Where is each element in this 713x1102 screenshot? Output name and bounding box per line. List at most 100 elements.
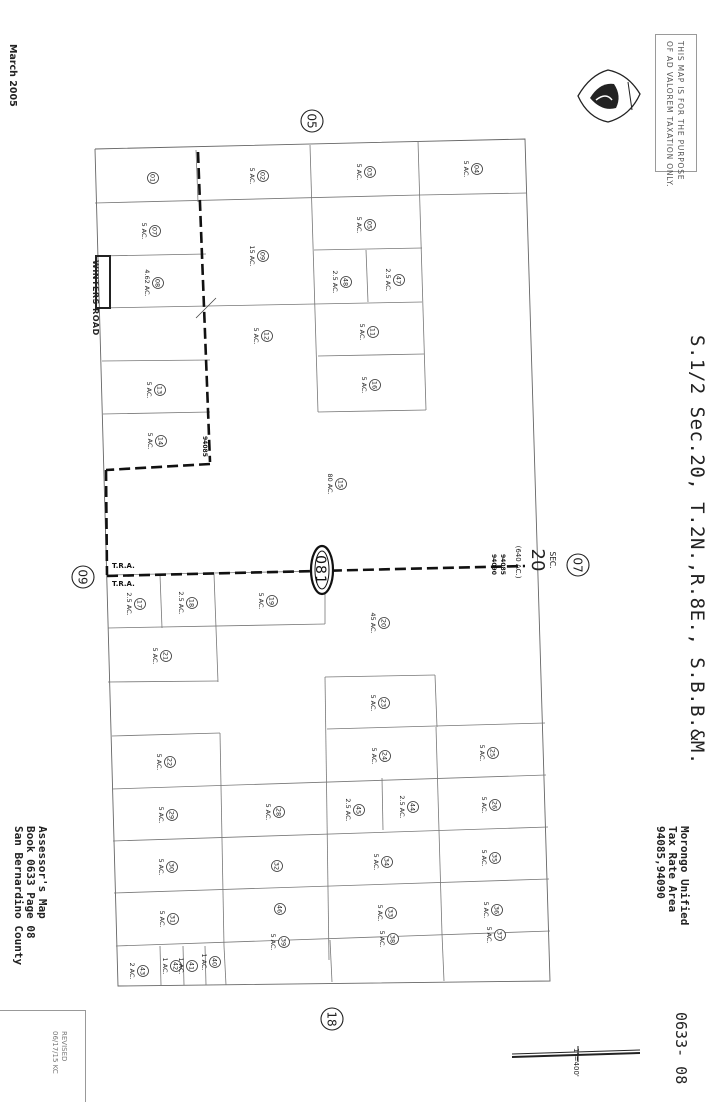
disclaimer-box: THIS MAP IS FOR THE PURPOSE OF AD VALORE… <box>655 34 697 187</box>
parcel-48: 482.5 AC. <box>331 270 352 294</box>
parcel-number: 33 <box>387 909 395 917</box>
tra-code-1: 94085 <box>499 554 506 575</box>
parcel-circle <box>378 617 390 629</box>
parcel-circle <box>387 933 399 945</box>
parcel-number: 40 <box>211 958 219 966</box>
parcel-circle <box>137 965 149 977</box>
parcel-circle <box>487 747 499 759</box>
parcel-area: 5 AC. <box>140 222 148 239</box>
parcel-area: 5 AC. <box>145 381 153 398</box>
adjacent-page-circle <box>320 1007 344 1031</box>
parcel-circle <box>340 276 352 288</box>
parcel-circle <box>278 936 290 948</box>
parcel-number: 22 <box>166 758 174 766</box>
tra-label-2: T.R.A. <box>112 580 135 588</box>
parcel-number: 12 <box>263 332 271 340</box>
parcel-number: 32 <box>273 862 281 870</box>
parcel-circle <box>364 166 376 178</box>
parcel-number: 09 <box>259 252 267 260</box>
tra-label-1: T.R.A. <box>112 562 135 570</box>
parcel-29: 295 AC. <box>157 806 178 824</box>
parcel-area: 45 AC. <box>369 612 377 633</box>
parcel-number: 45 <box>355 806 363 814</box>
parcel-area: 5 AC. <box>482 901 490 918</box>
parcel-number: 43 <box>139 967 147 975</box>
parcel-number: 48 <box>342 278 350 286</box>
parcel-area: 2.5 AC. <box>331 270 339 293</box>
section-boundary <box>94 138 551 987</box>
parcel-area: 5 AC. <box>257 592 265 609</box>
parcel-area: 2.5 AC. <box>384 268 392 291</box>
parcel-area: 5 AC. <box>480 849 488 866</box>
parcel-21: 215 AC. <box>151 647 172 665</box>
parcel-22: 225 AC. <box>155 753 176 771</box>
parcel-number: 08 <box>154 279 162 287</box>
parcel-area: 5 AC. <box>264 803 272 820</box>
parcel-number: 42 <box>172 962 180 970</box>
parcel-number: 18 <box>188 599 196 607</box>
parcel-39: 395 AC. <box>269 933 290 951</box>
parcel-05: 055 AC. <box>355 216 376 234</box>
parcel-number: 38 <box>389 935 397 943</box>
parcel-13: 135 AC. <box>145 381 166 399</box>
parcel-number: 19 <box>268 597 276 605</box>
parcel-number: 36 <box>493 906 501 914</box>
parcel-area: 2.5 AC. <box>344 798 352 821</box>
parcel-circle <box>257 170 269 182</box>
parcel-area: 2.5 AC. <box>177 591 185 614</box>
parcel-07: 075 AC. <box>140 222 161 240</box>
parcel-circle <box>367 326 379 338</box>
parcel-area: 5 AC. <box>355 216 363 233</box>
parcel-number: 23 <box>380 699 388 707</box>
parcel-circle <box>369 379 381 391</box>
parcel-circle <box>160 650 172 662</box>
parcel-35: 355 AC. <box>480 849 501 867</box>
parcel-number: 35 <box>491 854 499 862</box>
parcel-circle <box>378 697 390 709</box>
parcel-number: 01 <box>149 174 157 182</box>
parcel-number: 44 <box>409 803 417 811</box>
parcel-area: 1 AC. <box>200 953 208 970</box>
parcel-area: 1 AC. <box>177 957 185 974</box>
parcel-number: 24 <box>381 752 389 760</box>
parcel-number: 34 <box>383 858 391 866</box>
parcel-lines <box>94 140 551 986</box>
parcel-circle <box>166 809 178 821</box>
parcel-number: 46 <box>276 905 284 913</box>
parcel-number: 26 <box>491 801 499 809</box>
parcel-circle <box>266 595 278 607</box>
parcel-36: 365 AC. <box>482 901 503 919</box>
parcel-47: 472.5 AC. <box>384 268 405 292</box>
parcel-42: 421 AC. <box>161 957 182 975</box>
parcel-area: 5 AC. <box>462 160 470 177</box>
parcel-circle <box>186 960 198 972</box>
parcel-circle <box>489 852 501 864</box>
parcel-number: 30 <box>168 863 176 871</box>
parcel-area: 5 AC. <box>376 904 384 921</box>
parcel-circle <box>393 274 405 286</box>
parcel-circle <box>186 597 198 609</box>
parcel-number: 37 <box>496 931 504 939</box>
parcel-circle <box>379 750 391 762</box>
book-oval: 081 <box>309 544 335 596</box>
parcel-number: 04 <box>473 165 481 173</box>
scale-bar <box>511 1046 641 1062</box>
revision-box: REVISED 06/17/15 KC <box>0 1010 86 1102</box>
parcel-area: 5 AC. <box>157 858 165 875</box>
parcel-circle <box>385 907 397 919</box>
tra-boundary <box>104 151 526 578</box>
parcel-area: 5 AC. <box>485 926 493 943</box>
parcel-circle <box>261 330 273 342</box>
parcel-area: 5 AC. <box>370 747 378 764</box>
parcel-number: 14 <box>157 437 165 445</box>
parcel-area: 5 AC. <box>358 323 366 340</box>
parcel-area: 5 AC. <box>372 853 380 870</box>
parcel-area: 5 AC. <box>355 163 363 180</box>
parcel-number: 15 <box>337 480 345 488</box>
parcel-46: 46 <box>274 903 286 915</box>
